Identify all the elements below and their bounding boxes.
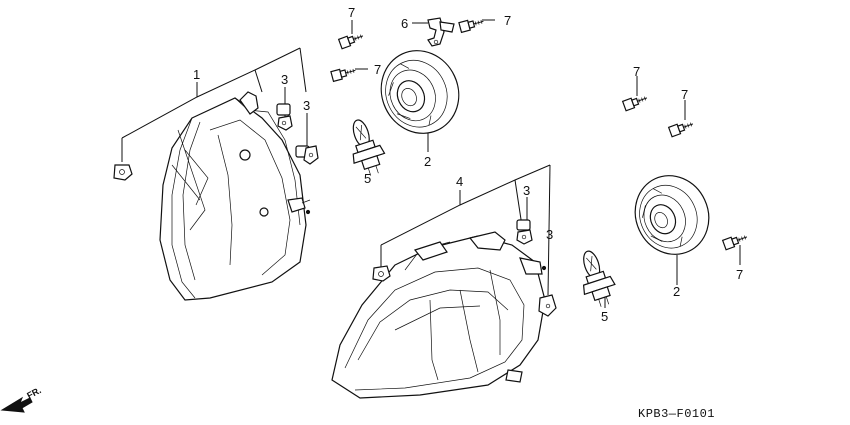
callout-2-upper: 2 [424, 154, 431, 169]
callout-3-a: 3 [281, 72, 288, 87]
callout-7-b: 7 [374, 62, 381, 77]
screws [330, 19, 748, 251]
callout-3-d: 3 [546, 227, 553, 242]
wire-bracket [427, 17, 455, 47]
callout-6: 6 [401, 16, 408, 31]
callout-5-upper: 5 [364, 171, 371, 186]
callout-7-e: 7 [681, 87, 688, 102]
callout-4: 4 [456, 174, 463, 189]
headlight-bulbs [352, 119, 616, 307]
callout-2-lower: 2 [673, 284, 680, 299]
mount-nuts [113, 164, 391, 282]
callout-5-lower: 5 [601, 309, 608, 324]
callout-numbers: 1 2 2 3 3 3 3 4 5 5 6 7 7 7 7 7 7 [193, 5, 743, 324]
callout-3-b: 3 [303, 98, 310, 113]
front-label: FR. [25, 385, 42, 401]
dust-covers [380, 50, 710, 255]
arrow-icon [0, 396, 33, 413]
front-direction-arrow: FR. [0, 385, 43, 413]
callout-7-c: 7 [504, 13, 511, 28]
callout-3-c: 3 [523, 183, 530, 198]
headlight-unit-right [331, 231, 547, 399]
headlight-unit-left [159, 91, 311, 301]
callout-7-f: 7 [736, 267, 743, 282]
diagram-code: KPB3—F0101 [638, 407, 715, 421]
callout-7-a: 7 [348, 5, 355, 20]
callout-7-d: 7 [633, 64, 640, 79]
callout-1: 1 [193, 67, 200, 82]
retaining-clips [276, 103, 557, 317]
